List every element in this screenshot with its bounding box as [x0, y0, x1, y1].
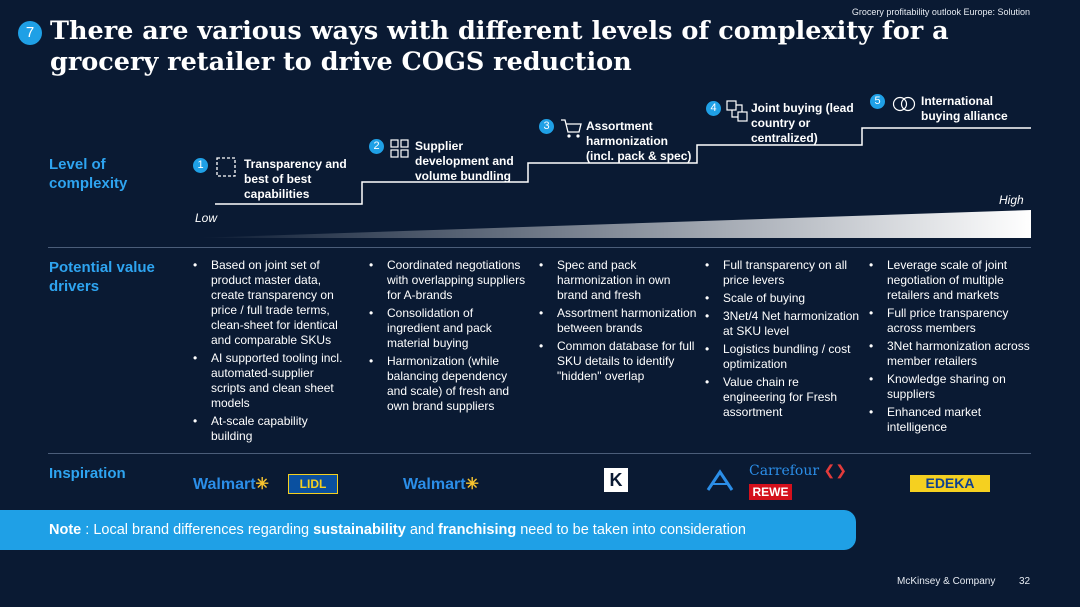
list-item: At-scale capability building	[191, 414, 351, 444]
list-item: Consolidation of ingredient and pack mat…	[367, 306, 527, 351]
grid-bundle-icon	[390, 139, 409, 158]
complexity-label: Level of complexity	[49, 156, 128, 192]
note-text: Note : Local brand differences regarding…	[49, 522, 746, 538]
list-item: Scale of buying	[703, 291, 863, 306]
kaufland-logo: K	[604, 468, 628, 492]
value-drivers-column-5: Leverage scale of joint negotiation of m…	[867, 258, 1032, 438]
slide-number-badge: 7	[18, 21, 42, 45]
step-3-number: 3	[539, 119, 554, 134]
footer-page-number: 32	[1019, 576, 1031, 587]
list-item: Full transparency on all price levers	[703, 258, 863, 288]
inspiration-label: Inspiration	[49, 465, 126, 482]
low-label: Low	[195, 211, 218, 225]
list-item: Full price transparency across members	[867, 306, 1032, 336]
step-3-label: Assortment harmonization (incl. pack & s…	[586, 119, 692, 163]
page-title: There are various ways with different le…	[50, 16, 949, 77]
lidl-logo: LIDL	[288, 474, 338, 494]
step-1-label: Transparency and best of best capabiliti…	[244, 157, 347, 201]
step-5-number: 5	[870, 94, 885, 109]
step-1-number: 1	[193, 158, 208, 173]
rewe-logo: REWE	[749, 484, 792, 500]
list-item: Spec and pack harmonization in own brand…	[537, 258, 697, 303]
list-item: Value chain re engineering for Fresh ass…	[703, 375, 863, 420]
value-drivers-column-3: Spec and pack harmonization in own brand…	[537, 258, 697, 387]
value-drivers-column-2: Coordinated negotiations with overlappin…	[367, 258, 527, 417]
list-item: Assortment harmonization between brands	[537, 306, 697, 336]
list-item: Common database for full SKU details to …	[537, 339, 697, 384]
note-banner	[0, 510, 856, 550]
list-item: AI supported tooling incl. automated-sup…	[191, 351, 351, 411]
divider-inspiration	[48, 453, 1031, 454]
list-item: Harmonization (while balancing dependenc…	[367, 354, 527, 414]
divider-complexity	[48, 247, 1031, 248]
list-item: Knowledge sharing on suppliers	[867, 372, 1032, 402]
step-4-label: Joint buying (lead country or centralize…	[751, 101, 854, 145]
carrefour-logo: Carrefour ❮❯	[749, 463, 847, 479]
list-item: Logistics bundling / cost optimization	[703, 342, 863, 372]
high-label: High	[999, 193, 1024, 207]
list-item: Enhanced market intelligence	[867, 405, 1032, 435]
value-drivers-column-1: Based on joint set of product master dat…	[191, 258, 351, 447]
list-item: Leverage scale of joint negotiation of m…	[867, 258, 1032, 303]
source-label: Grocery profitability outlook Europe: So…	[851, 7, 1030, 17]
aldi-logo-icon	[706, 469, 734, 491]
value-drivers-column-4: Full transparency on all price levers Sc…	[703, 258, 863, 423]
linked-boxes-icon	[726, 100, 748, 122]
step-2-number: 2	[369, 139, 384, 154]
walmart-logo-2: Walmart✳	[403, 476, 479, 493]
step-5-label: International buying alliance	[921, 94, 1008, 123]
list-item: 3Net harmonization across member retaile…	[867, 339, 1032, 369]
step-2-label: Supplier development and volume bundling	[415, 139, 514, 183]
overlapping-circles-icon	[892, 96, 916, 112]
dashed-square-icon	[216, 157, 236, 177]
list-item: 3Net/4 Net harmonization at SKU level	[703, 309, 863, 339]
walmart-spark-icon: ✳	[255, 476, 269, 493]
walmart-spark-icon: ✳	[465, 476, 479, 493]
walmart-logo: Walmart✳	[193, 476, 269, 493]
footer-company: McKinsey & Company	[897, 576, 996, 587]
edeka-logo: EDEKA	[910, 475, 990, 492]
value-drivers-label: Potential value drivers	[49, 259, 155, 295]
list-item: Coordinated negotiations with overlappin…	[367, 258, 527, 303]
carrefour-mark-icon: ❮❯	[823, 463, 847, 479]
step-4-number: 4	[706, 101, 721, 116]
shopping-cart-icon	[561, 119, 582, 138]
list-item: Based on joint set of product master dat…	[191, 258, 351, 348]
